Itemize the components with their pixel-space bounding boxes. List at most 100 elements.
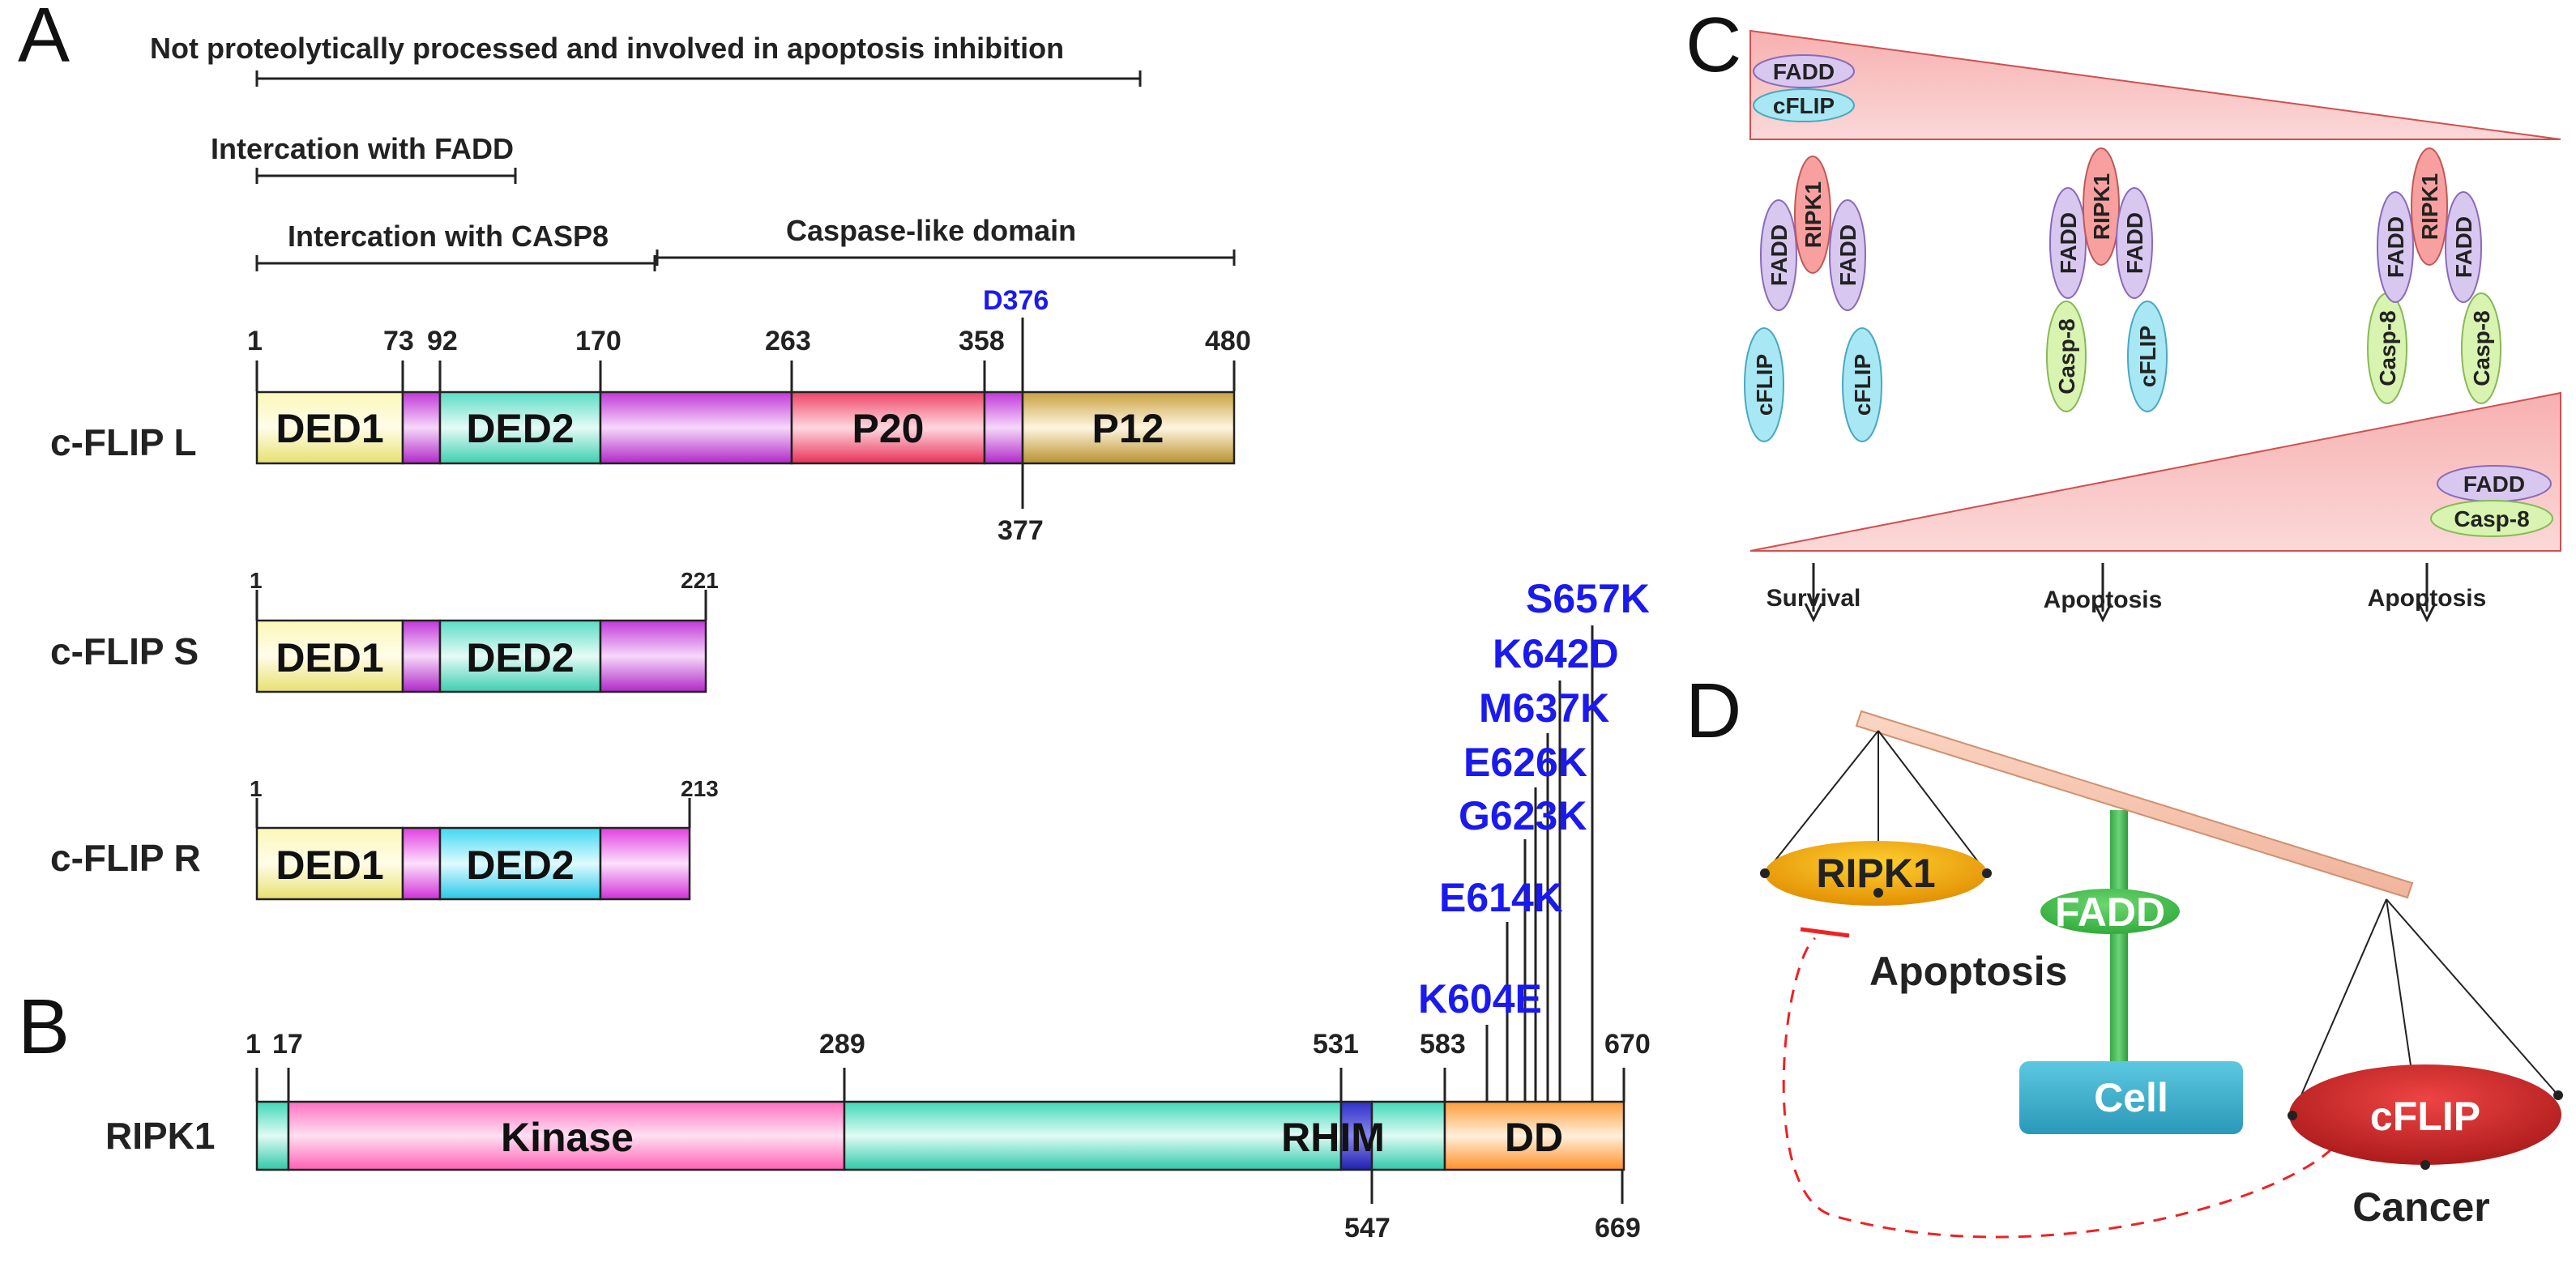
complex3-casp8-left: Casp-8 <box>2375 310 2400 386</box>
top-pill-fadd: FADD <box>1753 54 1855 88</box>
complex3-fadd-right: FADD <box>2451 216 2476 278</box>
annotation-casp8: Intercation with CASP8 <box>288 220 609 253</box>
flip-s-ded2 <box>438 619 602 693</box>
mutation-k642d: K642D <box>1493 631 1619 676</box>
mutation-m637k: M637K <box>1479 685 1609 731</box>
flip-l-pos-377: 377 <box>998 515 1044 546</box>
bottom-pill-casp8: Casp-8 <box>2430 500 2553 537</box>
flip-r-label: c-FLIP R <box>50 837 201 879</box>
complex3-casp8-right: Casp-8 <box>2469 310 2494 386</box>
annotation-non-processed: Not proteolytically processed and involv… <box>150 32 1064 65</box>
flip-l-label: c-FLIP L <box>50 421 197 463</box>
complex2-casp8-left: Casp-8 <box>2054 318 2079 394</box>
ripk1-dd-label: DD <box>1505 1115 1563 1160</box>
flip-l-linker-3 <box>983 390 1024 465</box>
ripk1-pos-670: 670 <box>1604 1029 1651 1060</box>
panel-b-letter: B <box>18 983 70 1070</box>
flip-s-tail <box>599 619 707 693</box>
bottom-pill-fadd-label: FADD <box>2463 471 2525 497</box>
flip-r-linker-1 <box>401 826 442 901</box>
cflip-weight <box>2289 1064 2561 1165</box>
flip-r-bar <box>255 826 691 901</box>
flip-s-ded2-label: DED2 <box>466 635 574 680</box>
ripk1-rhim-label: RHIM <box>1281 1115 1385 1160</box>
flip-l-d376: D376 <box>983 285 1049 316</box>
inhibition-bar <box>1800 927 1850 938</box>
flip-r-ticks <box>255 798 691 828</box>
top-pill-fadd-label: FADD <box>1773 59 1835 84</box>
panel-a-letter: A <box>18 0 70 79</box>
mutation-e614k: E614K <box>1439 875 1563 920</box>
complex-apoptosis-1: Casp-8 FADD RIPK1 FADD cFLIP <box>2046 147 2168 412</box>
ripk1-pos-669: 669 <box>1595 1213 1641 1244</box>
mutation-g623k: G623K <box>1459 793 1587 838</box>
flip-l-pos-1: 1 <box>247 326 263 356</box>
fadd-weight <box>2040 889 2180 934</box>
ripk1-rhim <box>1339 1100 1373 1171</box>
flip-s-ticks <box>255 590 707 621</box>
bracket-caspase-like <box>656 250 1236 266</box>
complex3-ripk1: RIPK1 <box>2417 173 2442 240</box>
mutation-e626k: E626K <box>1463 740 1587 785</box>
bottom-pill-casp8-label: Casp-8 <box>2454 506 2529 531</box>
left-hook-1 <box>1760 868 1770 878</box>
complex2-fadd-right: FADD <box>2122 212 2147 274</box>
flip-l-bar <box>255 390 1236 465</box>
complex-survival: cFLIP FADD RIPK1 FADD cFLIP <box>1744 156 1882 442</box>
annotation-caspase-like: Caspase-like domain <box>786 214 1076 247</box>
complex1-ripk1: RIPK1 <box>1801 181 1826 248</box>
complex1-fadd-right: FADD <box>1835 224 1860 286</box>
flip-l-pos-170: 170 <box>575 326 622 356</box>
apoptosis-label: Apoptosis <box>1869 949 2067 994</box>
ripk1-intermediate <box>843 1100 1343 1171</box>
right-hook-1 <box>2288 1111 2297 1120</box>
ripk1-pos-1: 1 <box>246 1029 261 1060</box>
right-hook-3 <box>2553 1090 2563 1100</box>
ripk1-weight <box>1765 841 1987 906</box>
complex2-fadd-left: FADD <box>2056 212 2081 274</box>
annotation-fadd: Intercation with FADD <box>211 132 514 165</box>
flip-r-tail <box>599 826 691 901</box>
flip-l-p20-label: P20 <box>852 406 925 451</box>
top-pill-cflip-label: cFLIP <box>1773 93 1835 118</box>
bottom-gradient-triangle <box>1749 391 2561 552</box>
bracket-fadd <box>255 168 517 184</box>
flip-r-ded2 <box>438 826 602 901</box>
flip-s-ded1 <box>255 619 404 693</box>
fadd-pillar <box>2110 810 2128 1068</box>
bracket-non-processed <box>255 70 1142 87</box>
cell-base-label: Cell <box>2094 1075 2168 1120</box>
ripk1-weight-label: RIPK1 <box>1816 851 1935 896</box>
mutation-k604e: K604E <box>1418 976 1542 1022</box>
complex1-cflip-left: cFLIP <box>1752 354 1777 416</box>
ripk1-nterm <box>255 1100 290 1171</box>
cflip-weight-label: cFLIP <box>2370 1094 2480 1139</box>
left-hook-3 <box>1982 868 1992 878</box>
flip-r-start: 1 <box>250 776 263 801</box>
complex3-fadd-left: FADD <box>2383 216 2408 278</box>
ripk1-bar <box>255 1100 1625 1171</box>
ripk1-dd <box>1443 1100 1625 1171</box>
ripk1-pos-289: 289 <box>819 1029 865 1060</box>
ripk1-pos-17: 17 <box>272 1029 303 1060</box>
ripk1-pos-547: 547 <box>1344 1213 1391 1244</box>
ripk1-position-ticks <box>255 1068 1625 1204</box>
panel-c-letter: C <box>1685 2 1741 88</box>
flip-l-linker-2 <box>599 390 793 465</box>
flip-l-pos-480: 480 <box>1205 326 1251 356</box>
outcome-arrows <box>1804 563 2437 623</box>
outcome-apoptosis-1: Apoptosis <box>2044 587 2163 613</box>
ripk1-pos-531: 531 <box>1313 1029 1359 1060</box>
inhibition-dashed-arc <box>1782 936 2334 1239</box>
flip-l-p20 <box>790 390 986 465</box>
mutation-s657k: S657K <box>1526 576 1650 621</box>
complex1-cflip-right: cFLIP <box>1850 354 1875 416</box>
left-hook-2 <box>1873 888 1883 898</box>
flip-l-linker-1 <box>401 390 442 465</box>
complex-apoptosis-2: Casp-8 FADD RIPK1 FADD Casp-8 <box>2367 147 2501 404</box>
flip-r-ded1-label: DED1 <box>276 843 383 888</box>
flip-l-pos-358: 358 <box>959 326 1005 356</box>
flip-s-start: 1 <box>250 568 263 593</box>
ripk1-label: RIPK1 <box>105 1115 215 1157</box>
